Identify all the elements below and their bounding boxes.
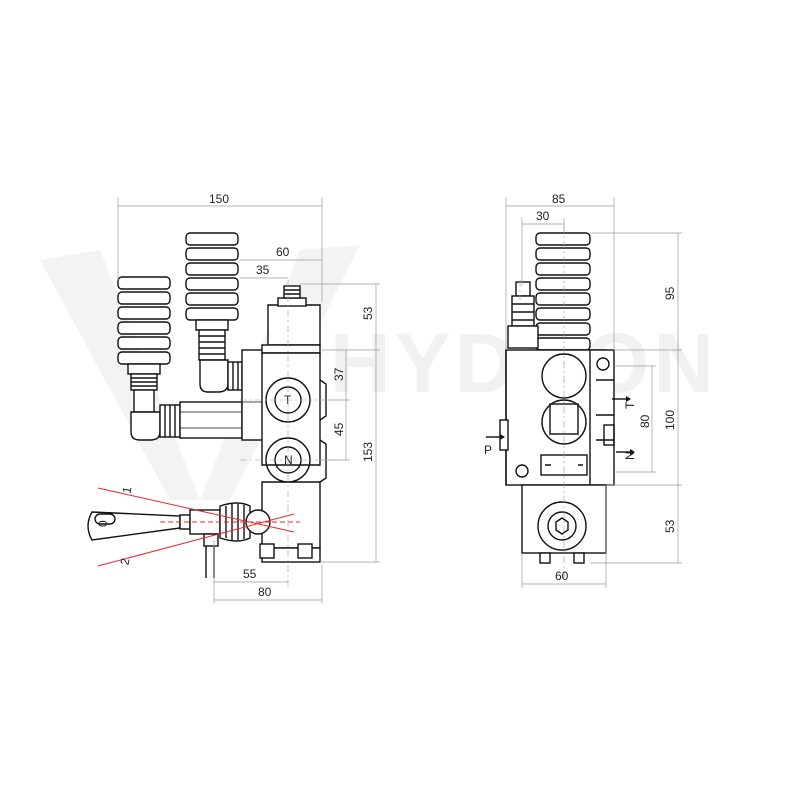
right-valve-body (499, 349, 615, 486)
dim-60-right: 60 (555, 569, 569, 583)
dim-53-right: 53 (663, 519, 677, 533)
top-cap (261, 285, 321, 354)
left-solenoid-bellows (117, 276, 171, 413)
dim-80-right: 80 (638, 414, 652, 428)
left-elbow-fitting (130, 404, 181, 441)
pilot-fitting (507, 281, 539, 349)
dim-95: 95 (663, 286, 677, 300)
left-dimensions: 150 60 35 53 37 45 153 55 80 (117, 192, 380, 604)
dim-55: 55 (243, 567, 257, 581)
upper-elbow-fitting (199, 359, 243, 393)
dim-30: 30 (536, 209, 550, 223)
lever-pos-0: 0 (96, 520, 110, 527)
dim-85: 85 (552, 192, 566, 206)
lever-pos-2: 2 (118, 557, 133, 566)
dim-60: 60 (276, 245, 290, 259)
left-view: T N 1 0 2 (87, 192, 380, 604)
port-arrows: P T N (484, 396, 637, 460)
right-dimensions: 85 30 95 80 100 53 60 (505, 192, 682, 588)
dim-35: 35 (256, 263, 270, 277)
left-pipe (179, 401, 243, 439)
dim-45: 45 (332, 422, 346, 436)
port-p-label: P (484, 443, 492, 457)
port-t-label-right: T (623, 401, 637, 409)
upper-solenoid-bellows (185, 232, 239, 361)
dim-100: 100 (663, 410, 677, 430)
port-n-label-right: N (623, 451, 637, 460)
valve-body: T N (259, 352, 327, 563)
right-view: P T N 85 30 (484, 192, 682, 588)
side-block (241, 349, 265, 441)
dim-53: 53 (361, 306, 375, 320)
dim-150: 150 (209, 192, 229, 206)
lever-pos-1: 1 (120, 485, 135, 494)
dim-37: 37 (332, 367, 346, 381)
dim-153: 153 (361, 442, 375, 462)
lever-positions: 1 0 2 (96, 485, 300, 567)
dim-80: 80 (258, 585, 272, 599)
